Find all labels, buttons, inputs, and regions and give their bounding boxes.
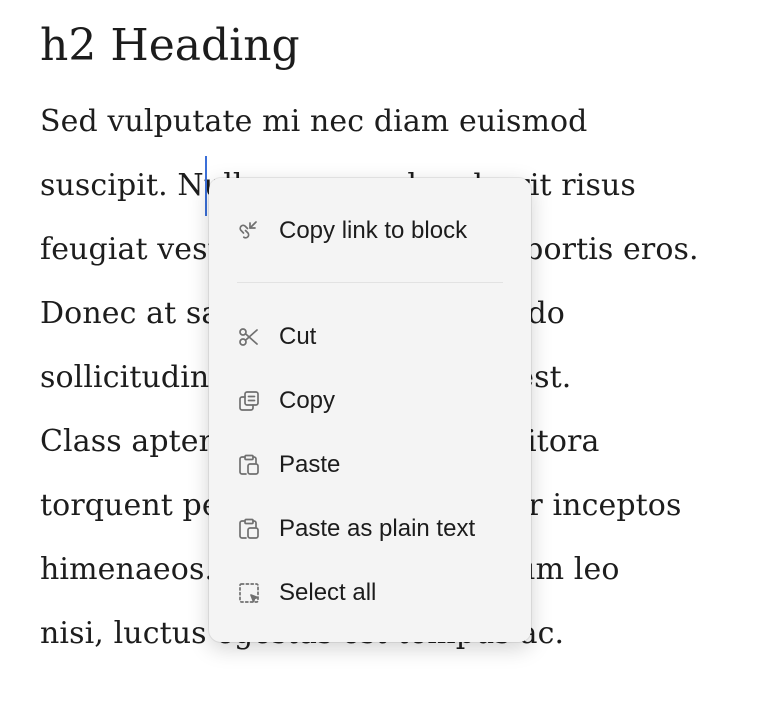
menu-item-copy[interactable]: Copy	[237, 383, 335, 419]
menu-item-label: Copy	[279, 387, 336, 414]
paragraph-line[interactable]: Sed vulputate mi nec diam euismod	[40, 104, 588, 139]
menu-item-paste[interactable]: Paste	[237, 447, 340, 483]
menu-item-copy-link-to-block[interactable]: Copy link to block	[237, 213, 467, 249]
context-menu: Copy link to block Cut Copy	[209, 178, 531, 642]
menu-divider	[237, 282, 503, 283]
menu-item-select-all[interactable]: Select all	[237, 575, 376, 611]
menu-item-label: Paste	[279, 451, 341, 478]
page-heading[interactable]: h2 Heading	[40, 20, 300, 71]
link-icon	[237, 219, 265, 243]
menu-item-label: Copy link to block	[279, 217, 468, 244]
copy-icon	[237, 389, 265, 413]
menu-item-label: Select all	[279, 579, 377, 606]
scissors-icon	[237, 325, 265, 349]
menu-item-label: Cut	[279, 323, 317, 350]
menu-item-cut[interactable]: Cut	[237, 319, 316, 355]
menu-item-paste-as-plain-text[interactable]: Paste as plain text	[237, 511, 475, 547]
paste-plain-icon	[237, 517, 265, 541]
paste-icon	[237, 453, 265, 477]
menu-item-label: Paste as plain text	[279, 515, 476, 542]
text-cursor	[205, 156, 207, 216]
select-all-icon	[237, 581, 265, 605]
